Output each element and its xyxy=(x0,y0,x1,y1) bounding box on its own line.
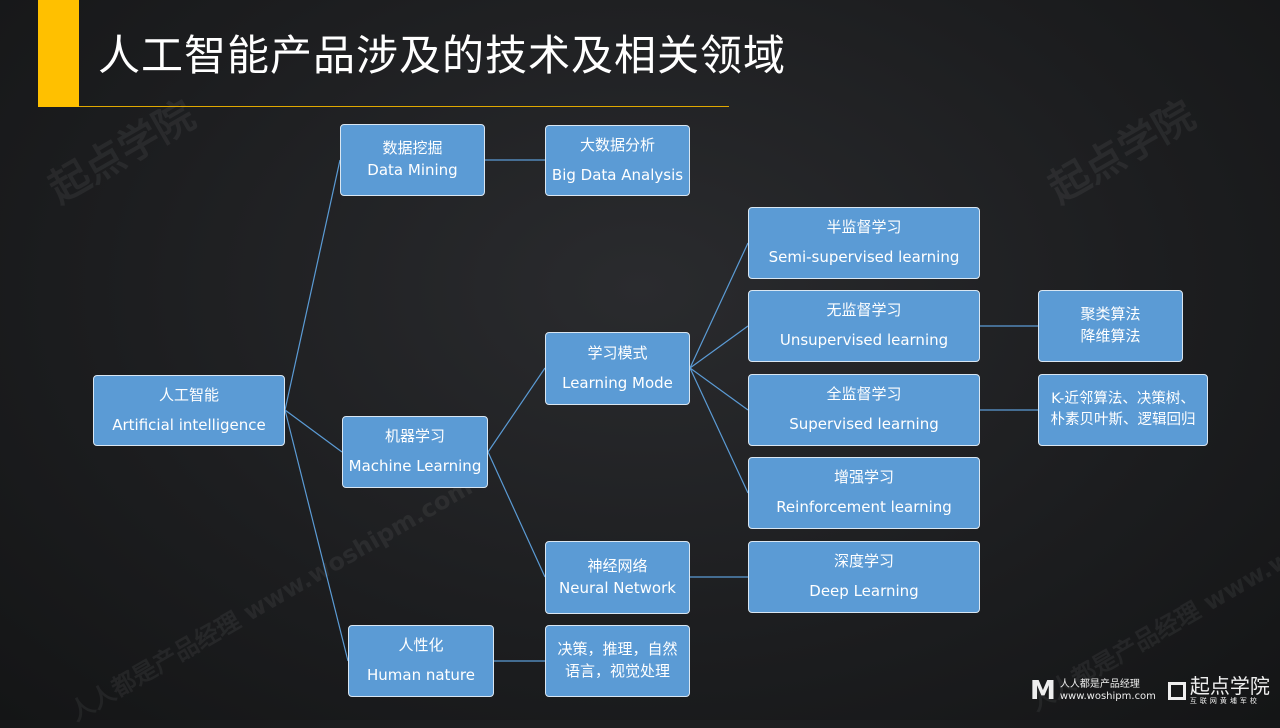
node-semi-supervised: 半监督学习 Semi-supervised learning xyxy=(748,207,980,279)
qidian-logo-icon xyxy=(1167,682,1186,700)
node-artificial-intelligence: 人工智能 Artificial intelligence xyxy=(93,375,285,446)
node-data-mining: 数据挖掘 Data Mining xyxy=(340,124,485,196)
logo1-url: www.woshipm.com xyxy=(1059,691,1156,702)
title-underline xyxy=(79,106,729,107)
node-unsupervised: 无监督学习 Unsupervised learning xyxy=(748,290,980,362)
node-neural-network: 神经网络 Neural Network xyxy=(545,541,690,614)
node-zh: 人性化 xyxy=(398,636,444,655)
connector xyxy=(284,409,343,453)
node-zh: 机器学习 xyxy=(384,427,445,446)
logo2-sub: 互联网黄埔军校 xyxy=(1189,697,1260,705)
connector xyxy=(284,159,341,411)
node-line: 朴素贝叶斯、逻辑回归 xyxy=(1050,412,1196,428)
node-zh: 半监督学习 xyxy=(826,218,902,237)
node-zh: 增强学习 xyxy=(833,468,894,487)
node-en: Machine Learning xyxy=(348,457,482,475)
node-zh: 无监督学习 xyxy=(826,301,902,320)
qidian-logo: 起点学院互联网黄埔军校 xyxy=(1167,674,1270,706)
node-zh: 学习模式 xyxy=(587,343,648,362)
node-human-nature: 人性化 Human nature xyxy=(348,625,494,697)
node-en: Human nature xyxy=(366,666,476,684)
node-zh: 人工智能 xyxy=(158,385,219,404)
node-line: 语言，视觉处理 xyxy=(564,662,670,680)
node-supervised-algorithms: K-近邻算法、决策树、朴素贝叶斯、逻辑回归 xyxy=(1038,374,1208,446)
logo1-name: 人人都是产品经理 xyxy=(1059,679,1140,690)
node-en: Deep Learning xyxy=(809,582,919,600)
connector xyxy=(689,367,749,494)
node-supervised: 全监督学习 Supervised learning xyxy=(748,374,980,446)
node-machine-learning: 机器学习 Machine Learning xyxy=(342,416,488,488)
node-line: 降维算法 xyxy=(1080,327,1141,345)
node-zh: 神经网络 xyxy=(587,556,648,575)
page-title: 人工智能产品涉及的技术及相关领域 xyxy=(98,31,787,80)
node-en: Neural Network xyxy=(559,578,676,597)
connector xyxy=(487,367,546,453)
connector xyxy=(689,242,749,369)
node-zh: 深度学习 xyxy=(833,552,894,571)
node-reinforcement: 增强学习 Reinforcement learning xyxy=(748,457,980,529)
connector xyxy=(487,451,546,578)
node-en: Learning Mode xyxy=(562,373,673,392)
node-clustering: 聚类算法降维算法 xyxy=(1038,290,1183,362)
node-en: Data Mining xyxy=(367,161,458,179)
node-en: Big Data Analysis xyxy=(551,165,684,184)
node-line: 决策，推理，自然 xyxy=(557,640,678,659)
node-line: K-近邻算法、决策树、 xyxy=(1051,390,1195,407)
node-learning-mode: 学习模式 Learning Mode xyxy=(545,332,690,405)
m-logo-icon: M xyxy=(1030,676,1056,706)
node-en: Reinforcement learning xyxy=(776,498,952,516)
logo2-name: 起点学院 xyxy=(1189,674,1270,698)
node-zh: 数据挖掘 xyxy=(382,139,443,158)
node-zh: 全监督学习 xyxy=(826,385,902,404)
connector xyxy=(689,325,749,369)
node-deep-learning: 深度学习 Deep Learning xyxy=(748,541,980,613)
connector xyxy=(689,367,749,411)
node-line: 聚类算法 xyxy=(1080,305,1141,324)
connector xyxy=(284,409,349,662)
node-zh: 大数据分析 xyxy=(579,135,655,154)
title-accent-bar xyxy=(38,0,79,107)
node-en: Semi-supervised learning xyxy=(768,248,960,266)
node-decision-reasoning: 决策，推理，自然语言，视觉处理 xyxy=(545,625,690,697)
node-en: Supervised learning xyxy=(789,415,939,433)
node-en: Artificial intelligence xyxy=(112,415,266,434)
node-big-data-analysis: 大数据分析 Big Data Analysis xyxy=(545,125,690,196)
node-en: Unsupervised learning xyxy=(779,331,949,349)
